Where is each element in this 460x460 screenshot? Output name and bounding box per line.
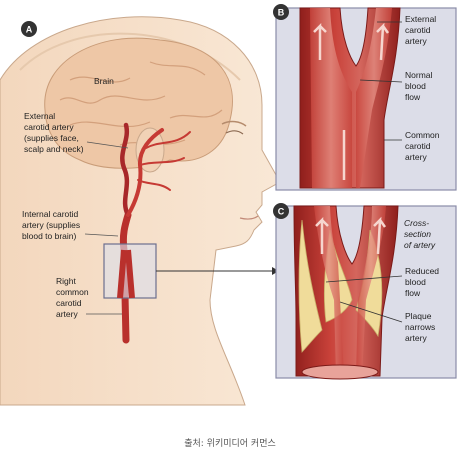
label-reduced-blood-flow: Reduced blood flow <box>405 266 441 298</box>
label-external-carotid-b: External carotid artery <box>405 14 439 46</box>
badge-c <box>273 203 289 219</box>
label-plaque-narrows-artery: Plaque narrows artery <box>405 311 438 343</box>
label-internal-carotid: Internal carotid artery (supplies blood … <box>22 209 82 241</box>
source-caption: 출처: 위키미디어 커먼스 <box>184 439 276 449</box>
label-common-carotid-b: Common carotid artery <box>405 130 442 162</box>
badge-a <box>21 21 37 37</box>
carotid-artery-illustration: A Brain External carotid artery (supplie… <box>0 4 457 406</box>
label-external-carotid-a: External carotid artery (supplies face, … <box>24 111 84 154</box>
badge-b-label: B <box>278 8 285 18</box>
flow-arrow-left <box>313 22 327 60</box>
label-brain: Brain <box>94 76 114 86</box>
panel-c: C Cross- section of artery Reduced blood… <box>273 203 457 380</box>
panel-b: B External carotid artery Normal blood f… <box>273 4 457 191</box>
panel-a: A Brain External carotid artery (supplie… <box>0 16 281 406</box>
plaque-left <box>298 219 323 353</box>
label-right-common-carotid: Right common carotid artery <box>56 276 91 319</box>
cross-section-ellipse <box>301 364 379 380</box>
internal-carotid-artery <box>120 122 131 218</box>
badge-b <box>273 4 289 20</box>
ear <box>135 127 165 173</box>
flow-arrow-right <box>376 22 390 61</box>
label-cross-section: Cross- section of artery <box>404 218 436 250</box>
badge-c-label: C <box>278 207 285 217</box>
label-normal-blood-flow: Normal blood flow <box>405 70 435 102</box>
badge-a-label: A <box>26 25 33 35</box>
